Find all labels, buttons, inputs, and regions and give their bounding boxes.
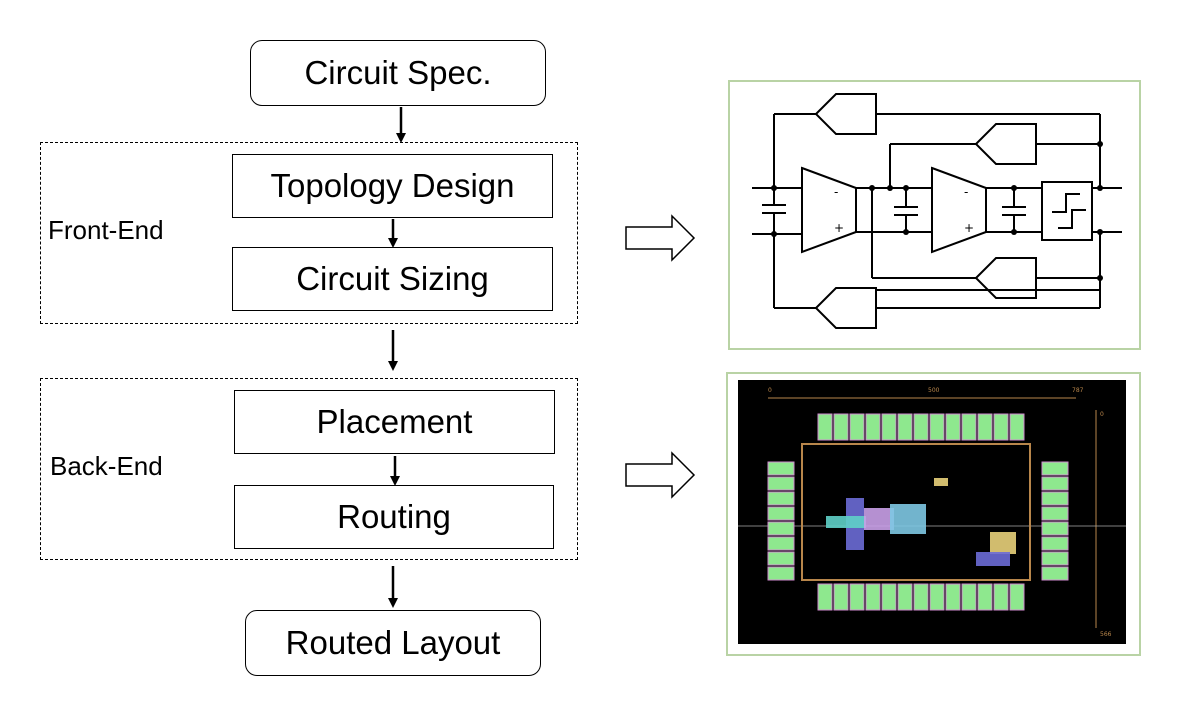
io-pad [897,583,913,611]
back-end-group [40,378,578,560]
svg-text:-: - [964,185,968,199]
io-pad [767,551,795,566]
circuit-spec-box: Circuit Spec. [250,40,546,106]
io-pad [849,583,865,611]
layout-canvas: 0 500 787 0 566 [738,380,1126,644]
routing-box: Routing [234,485,554,549]
io-pad [1041,461,1069,476]
io-pad [833,583,849,611]
io-pad [767,476,795,491]
io-pad [767,521,795,536]
io-pad [767,461,795,476]
core-ring [801,443,1031,581]
svg-text:+: + [834,221,844,235]
io-pad [1041,476,1069,491]
io-pad [945,583,961,611]
io-pad [767,491,795,506]
svg-text:+: + [964,221,974,235]
io-pad [1009,413,1025,441]
topology-design-box: Topology Design [232,154,553,218]
io-pad [881,583,897,611]
ruler-right-566: 566 [1100,631,1112,638]
io-pad [1041,521,1069,536]
io-pad [897,413,913,441]
front-end-group [40,142,578,324]
ruler-top-0: 0 [768,387,772,394]
io-pad [961,413,977,441]
hollow-arrow-front-end [625,214,696,262]
io-pad [881,413,897,441]
hollow-arrow-back-end [625,451,696,499]
io-pad [817,413,833,441]
io-pad [993,413,1009,441]
ruler-top-500: 500 [928,387,940,394]
io-pad [865,413,881,441]
front-end-label: Front-End [48,215,164,245]
routed-layout-box: Routed Layout [245,610,541,676]
io-pad [993,583,1009,611]
back-end-label: Back-End [50,451,163,481]
comparator-schematic: - + - + [752,93,1122,329]
io-pad [767,536,795,551]
io-pad [961,583,977,611]
io-pad [1009,583,1025,611]
io-pad [929,413,945,441]
placement-box: Placement [234,390,555,454]
io-pad [767,506,795,521]
svg-text:-: - [834,185,838,199]
io-pad [817,583,833,611]
io-pad [945,413,961,441]
io-pad [1041,491,1069,506]
layout-panel: 0 500 787 0 566 [726,372,1141,656]
ruler-top-787: 787 [1072,387,1084,394]
io-pad [833,413,849,441]
circuit-sizing-box: Circuit Sizing [232,247,553,311]
io-pad [929,583,945,611]
io-pad [977,583,993,611]
io-pad [1041,566,1069,581]
io-pad [767,566,795,581]
io-pad [865,583,881,611]
io-pad [977,413,993,441]
io-pad [1041,551,1069,566]
io-pad [1041,536,1069,551]
schematic-panel: - + - + [728,80,1141,350]
io-pad [849,413,865,441]
ruler-right-0: 0 [1100,411,1104,418]
io-pad [913,413,929,441]
chip-layout: 0 500 787 0 566 [738,387,1126,638]
io-pad [1041,506,1069,521]
io-pad [913,583,929,611]
